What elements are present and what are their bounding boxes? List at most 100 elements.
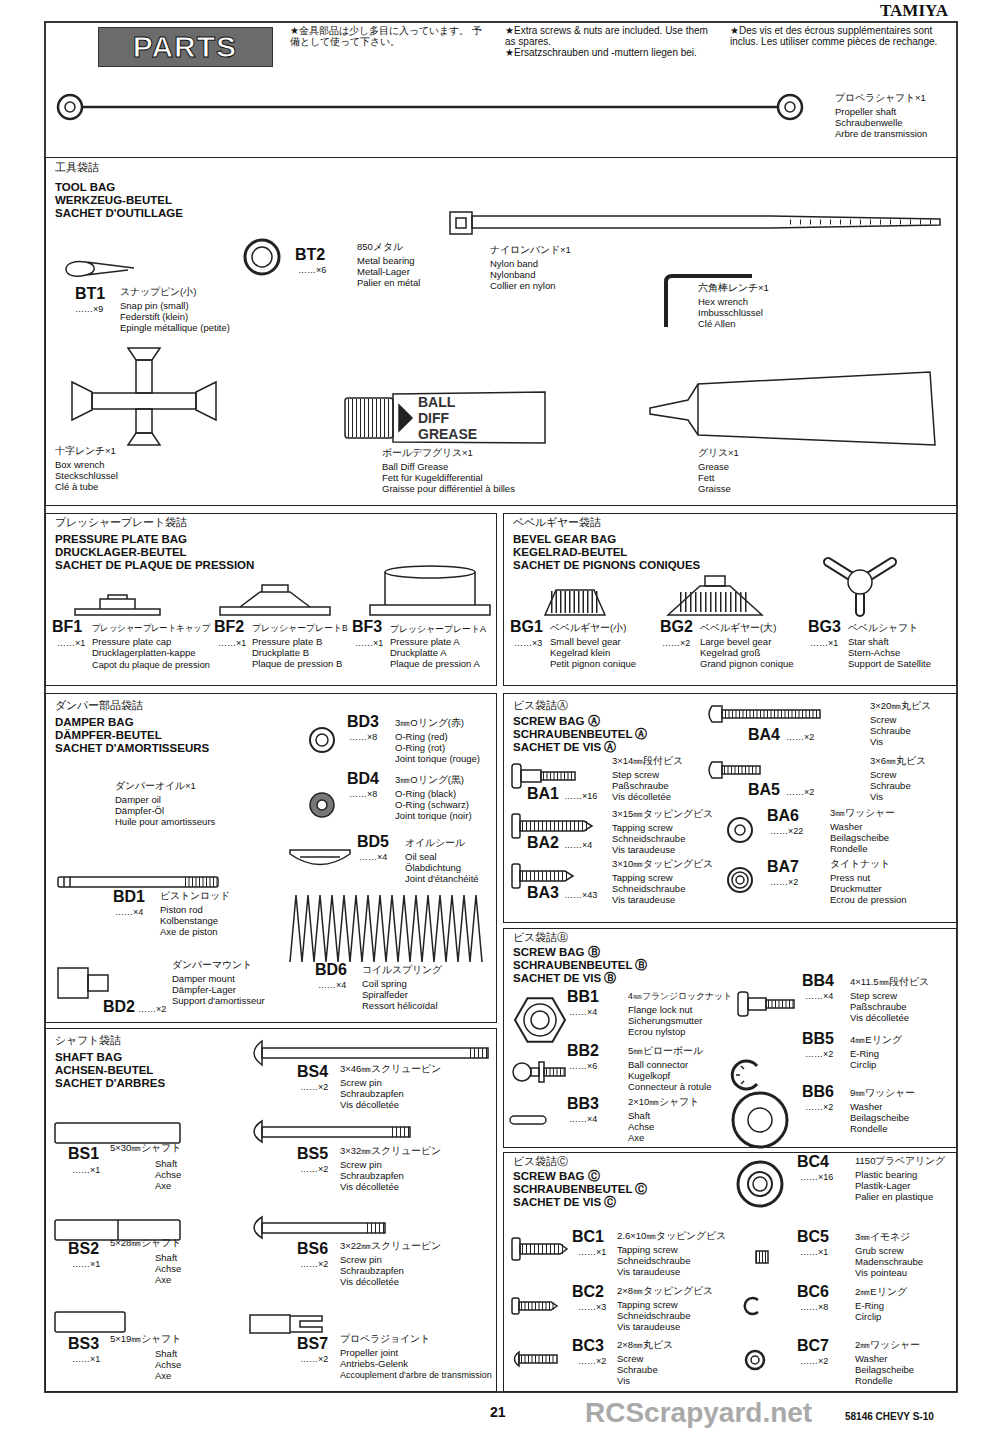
part-description: Tapping screw <box>612 873 673 883</box>
part-description: Step screw <box>850 991 897 1001</box>
part-code: BS4 <box>297 1063 328 1081</box>
part-code: BA2 <box>527 834 559 852</box>
part-code: BC2 <box>572 1283 604 1301</box>
tapping-screw-drawing <box>519 1302 557 1310</box>
propeller-shaft-drawing <box>65 102 75 112</box>
part-description: Ecrou nylstop <box>628 1027 686 1037</box>
part-description: Rondelle <box>855 1376 893 1386</box>
bag-heading: BEVEL GEAR BAG <box>513 533 616 546</box>
ball-diff-grease-tube-drawing <box>348 399 391 437</box>
screw-pin-drawing <box>262 1223 385 1233</box>
washer-drawing <box>735 825 745 835</box>
pressure-plate-cap-drawing <box>108 595 127 599</box>
part-description: Clé à tube <box>55 482 98 492</box>
propeller-joint-drawing <box>250 1315 322 1333</box>
part-description: Coil spring <box>362 979 407 989</box>
bag-heading: KEGELRAD-BEUTEL <box>513 546 627 559</box>
plastic-bearing-drawing <box>738 1162 782 1206</box>
bag-heading: SACHET D'ARBRES <box>55 1077 165 1090</box>
part-description: 3㎜Oリング(黒) <box>395 775 464 785</box>
part-description: 3㎜Oリング(赤) <box>395 718 464 728</box>
part-description: Madenschraube <box>855 1257 923 1267</box>
quantity: ……×4 <box>115 908 143 918</box>
bag-heading: ACHSEN-BEUTEL <box>55 1064 153 1077</box>
quantity: ……×1 <box>800 1248 828 1258</box>
part-description: ダンパーマウント <box>172 960 252 970</box>
shaft-drawing <box>55 1123 180 1143</box>
screw-pin-drawing <box>262 1048 488 1058</box>
screw-drawing <box>722 766 760 774</box>
step-screw-drawing <box>768 1000 793 1008</box>
oil-seal-drawing <box>300 856 340 858</box>
screw-drawing <box>520 871 573 881</box>
part-description: プレッシャープレートB <box>252 624 348 633</box>
part-description: Graisse pour différentiel à billes <box>382 484 515 494</box>
o-ring-red-drawing <box>310 728 334 752</box>
tapping-screw-drawing <box>521 1302 554 1310</box>
part-description: Plaque de pression A <box>390 659 480 669</box>
washer-drawing <box>728 818 752 842</box>
part-description: Tapping screw <box>617 1245 678 1255</box>
o-ring-black-drawing <box>310 793 334 817</box>
part-description: Screw <box>617 1354 643 1364</box>
part-description: Achse <box>628 1122 654 1132</box>
part-description: Screw <box>870 715 896 725</box>
propeller-joint-drawing <box>290 1316 322 1332</box>
screw-drawing <box>512 764 521 788</box>
part-description: Accouplement d'arbre de transmission <box>340 1371 492 1381</box>
quantity: ……×9 <box>75 305 103 315</box>
part-description: Axe <box>155 1275 171 1285</box>
part-description: O-Ring (red) <box>395 732 448 742</box>
part-description: Plaque de pression B <box>252 659 342 669</box>
part-description: Vis <box>870 792 883 802</box>
grease-tube-drawing <box>697 384 699 435</box>
bag-heading: SCREW BAG Ⓐ <box>513 715 600 728</box>
part-description: Large bevel gear <box>700 637 771 647</box>
part-description: Schraubenwelle <box>835 118 903 128</box>
part-description: ベベルギヤー(大) <box>700 623 776 633</box>
part-description: Support d'amortisseur <box>172 996 265 1006</box>
part-code: BA1 <box>527 785 559 803</box>
small-washer-drawing <box>746 1351 764 1369</box>
part-description: Flange lock nut <box>628 1005 692 1015</box>
part-description: Piston rod <box>160 905 203 915</box>
part-description: Schneidschraube <box>617 1256 690 1266</box>
part-description: O-Ring (black) <box>395 789 456 799</box>
part-code: BA6 <box>767 807 799 825</box>
part-description: Star shaft <box>848 637 889 647</box>
metal-bearing-drawing <box>252 247 272 267</box>
page-heading: PARTS <box>133 30 237 63</box>
quantity: ……×8 <box>800 1303 828 1313</box>
quantity: ……×6 <box>569 1062 597 1072</box>
washer-drawing <box>732 872 748 888</box>
part-description: Druckplatte A <box>390 648 447 658</box>
part-description: Axe <box>155 1181 171 1191</box>
part-description: 2×8㎜丸ビス <box>617 1340 673 1350</box>
part-description: Beilagscheibe <box>830 833 889 843</box>
quantity: ……×2 <box>300 1355 328 1365</box>
part-code: BD6 <box>315 961 347 979</box>
pressure-plate-b-drawing <box>220 585 330 615</box>
part-code: BG3 <box>808 618 841 636</box>
part-code: BB3 <box>567 1095 599 1113</box>
part-description: Tapping screw <box>612 823 673 833</box>
part-description: Kolbenstange <box>160 916 218 926</box>
bag-heading: SCHRAUBENBEUTEL Ⓑ <box>513 959 647 972</box>
part-description: Plastic bearing <box>855 1170 917 1180</box>
snap-pin-drawing <box>66 261 134 276</box>
part-description: Paßschraube <box>612 781 669 791</box>
step-screw-drawing <box>738 992 748 1016</box>
part-description: Achse <box>155 1264 181 1274</box>
quantity: ……×3 <box>514 639 542 649</box>
screw-pin-drawing <box>254 1041 488 1238</box>
bag-heading: DÄMPFER-BEUTEL <box>55 729 162 742</box>
part-description: Vis pointeau <box>855 1268 907 1278</box>
o-ring-red-drawing <box>316 734 328 746</box>
part-description: Schneidschraube <box>612 834 685 844</box>
quantity: ……×2 <box>786 788 814 798</box>
part-description: 2×8㎜タッピングビス <box>617 1286 713 1296</box>
part-description: Druckmutter <box>830 884 882 894</box>
tube-print: BALL <box>418 395 455 410</box>
part-code: BG1 <box>510 618 543 636</box>
part-description: Vis décolletée <box>340 1277 399 1287</box>
